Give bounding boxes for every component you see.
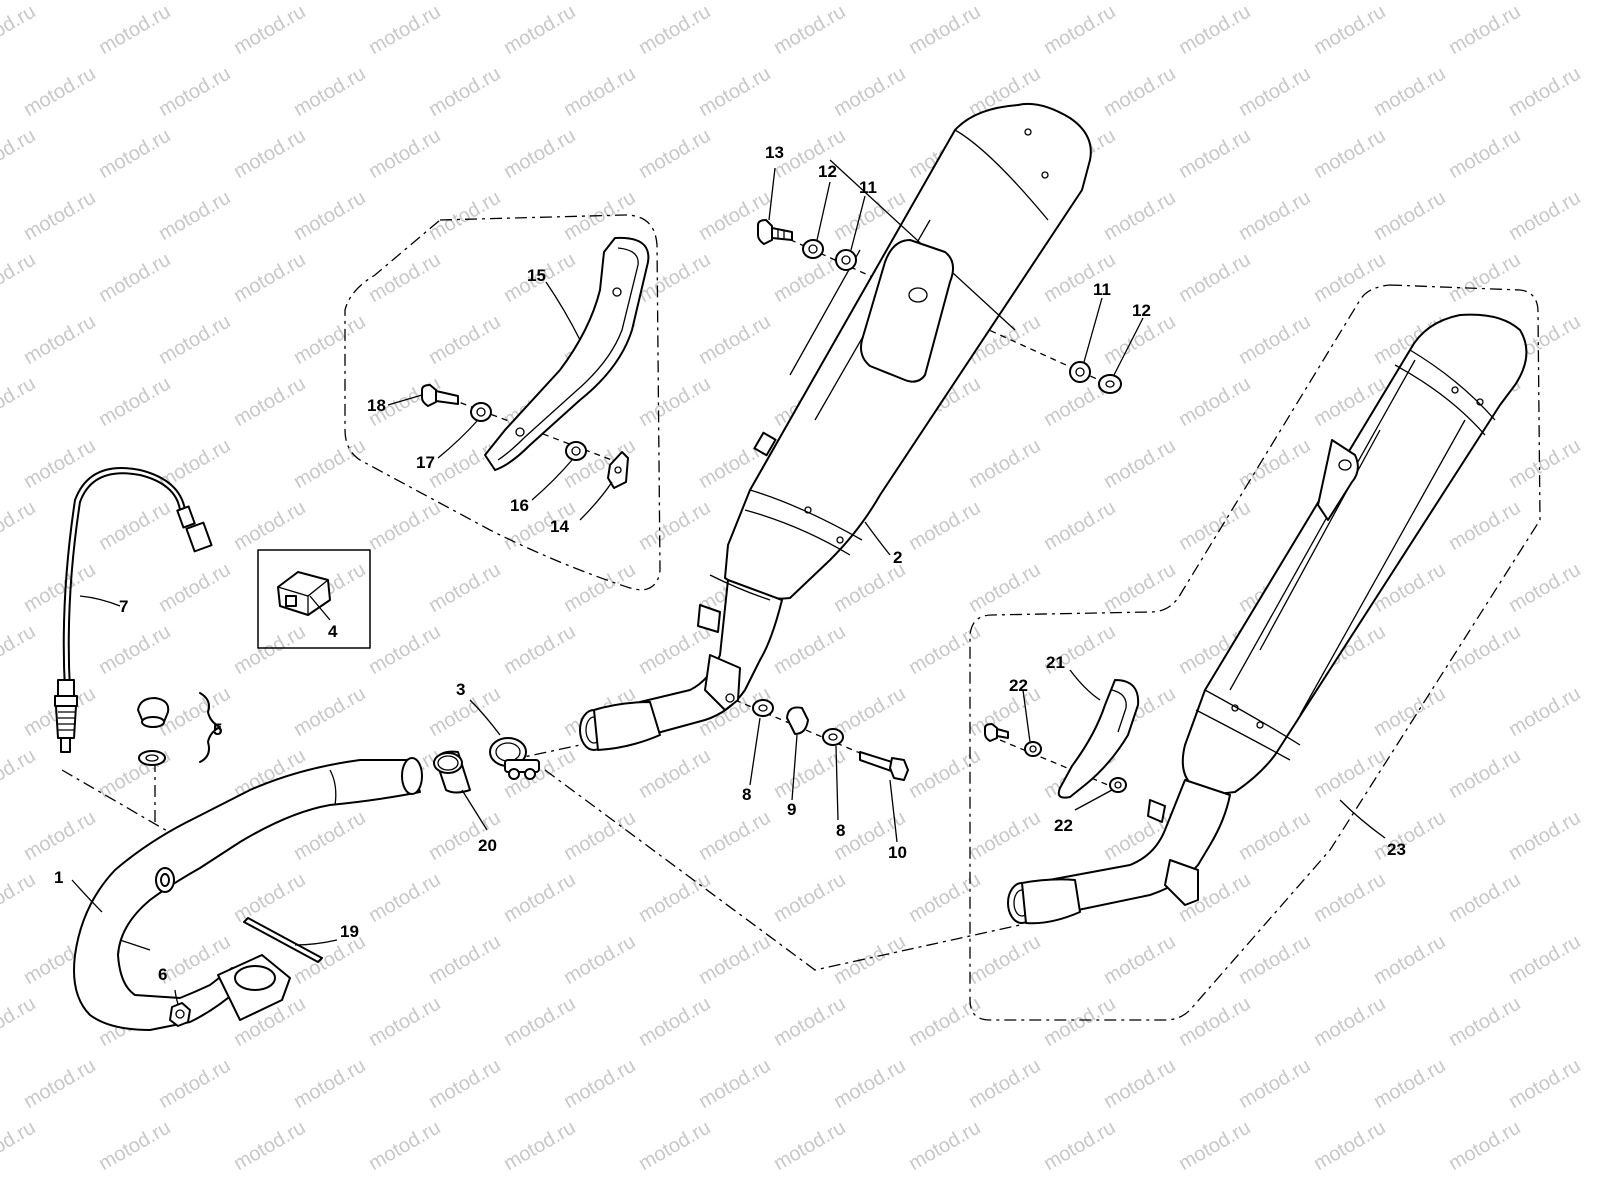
callout-5: 5 xyxy=(213,720,222,739)
callout-1: 1 xyxy=(54,868,63,887)
callout-8-left: 8 xyxy=(742,785,751,804)
nut xyxy=(169,1002,191,1027)
washer-spacer-bolt xyxy=(752,699,909,781)
heat-shield-group-outline xyxy=(344,214,661,591)
alternate-heat-shield xyxy=(984,679,1140,799)
callout-22-top: 22 xyxy=(1009,676,1028,695)
lambda-sensor xyxy=(54,467,213,753)
silencer xyxy=(579,102,1092,751)
callout-17: 17 xyxy=(416,453,435,472)
callout-11-top: 11 xyxy=(859,178,877,197)
callout-22-bottom: 22 xyxy=(1054,816,1073,835)
gasket xyxy=(243,917,323,963)
plug-and-washer xyxy=(137,692,221,766)
callout-3: 3 xyxy=(456,680,465,699)
callout-4: 4 xyxy=(328,622,338,641)
callout-21: 21 xyxy=(1046,653,1065,672)
header-pipe xyxy=(73,757,423,1031)
callout-9: 9 xyxy=(787,800,796,819)
callout-19: 19 xyxy=(340,922,359,941)
callout-12-top: 12 xyxy=(818,162,837,181)
mount-hardware-top xyxy=(757,219,1122,394)
optional-silencer-group-outline xyxy=(969,284,1541,1021)
callout-6: 6 xyxy=(158,965,167,984)
callout-8-right: 8 xyxy=(836,821,845,840)
callout-11-right: 11 xyxy=(1093,280,1111,299)
alternate-silencer-line xyxy=(544,769,1021,971)
callout-10: 10 xyxy=(888,843,907,862)
callout-7: 7 xyxy=(119,597,128,616)
callout-12-right: 12 xyxy=(1132,301,1151,320)
alternate-silencer xyxy=(1007,313,1528,925)
callout-18: 18 xyxy=(367,396,386,415)
exhaust-clamp xyxy=(489,737,540,780)
callout-15: 15 xyxy=(527,266,546,285)
callout-16: 16 xyxy=(510,496,529,515)
connector-cap xyxy=(257,549,371,649)
callout-2: 2 xyxy=(893,548,902,567)
heat-shield-assembly xyxy=(421,236,650,489)
callout-labels: 1 2 3 4 5 6 7 8 8 9 10 11 11 12 12 13 14… xyxy=(54,143,1406,984)
callout-20: 20 xyxy=(478,836,497,855)
callout-23: 23 xyxy=(1387,840,1406,859)
mount-bolt-axis-bracket xyxy=(734,699,901,771)
callout-leaders xyxy=(71,167,1386,1005)
callout-14: 14 xyxy=(550,517,569,536)
callout-13: 13 xyxy=(765,143,784,162)
sleeve xyxy=(433,750,471,794)
